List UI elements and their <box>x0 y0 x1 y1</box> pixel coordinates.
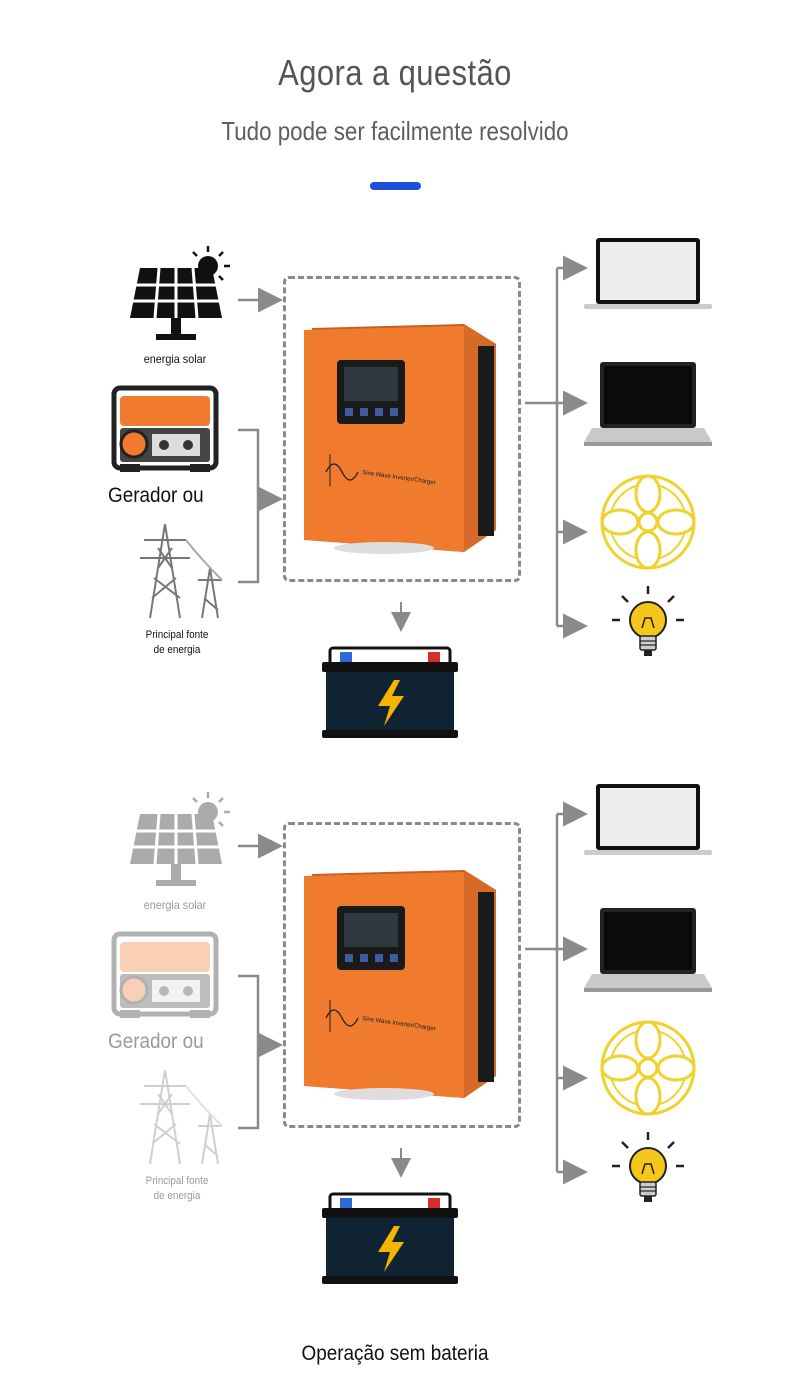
inverter-icon: Sine Wave Inverter/Charger <box>304 870 496 1100</box>
inverter-frame <box>283 822 521 1128</box>
accent-bar <box>370 182 421 190</box>
footer-caption: Operação sem bateria <box>301 1342 489 1365</box>
connection-arrows <box>238 801 588 1185</box>
laptop-white-icon <box>584 784 712 855</box>
inverter-icon: Sine Wave Inverter/Charger <box>304 324 496 554</box>
laptop-white-icon <box>584 238 712 309</box>
inverter-frame <box>283 276 521 582</box>
diagram-with-battery: energia solar Gerador ou Pr <box>0 236 790 776</box>
bulb-icon <box>612 586 684 656</box>
solar-panel-icon <box>130 246 230 340</box>
solar-label: energia solar <box>143 898 207 912</box>
diagram-without-battery: energia solar Gerador ou Pr <box>0 782 790 1322</box>
generator-icon <box>111 931 219 1018</box>
generator-label: Gerador ou <box>108 1030 204 1053</box>
fan-icon <box>600 474 696 570</box>
generator-icon <box>111 385 219 472</box>
generator-label: Gerador ou <box>108 484 204 507</box>
fan-icon <box>600 1020 696 1116</box>
solar-panel-icon <box>130 792 230 886</box>
power-tower-icon <box>140 523 223 619</box>
grid-label: Principal fonte de energia <box>145 629 209 656</box>
battery-icon <box>322 646 458 738</box>
battery-icon <box>322 1192 458 1284</box>
page-subtitle: Tudo pode ser facilmente resolvido <box>221 116 569 146</box>
grid-label: Principal fonte de energia <box>145 1175 209 1202</box>
bulb-icon <box>612 1132 684 1202</box>
laptop-black-icon <box>584 908 712 992</box>
solar-label: energia solar <box>143 352 207 366</box>
page-title: Agora a questão <box>278 52 512 93</box>
connection-arrows <box>238 255 588 639</box>
power-tower-icon <box>140 1069 223 1165</box>
laptop-black-icon <box>584 362 712 446</box>
